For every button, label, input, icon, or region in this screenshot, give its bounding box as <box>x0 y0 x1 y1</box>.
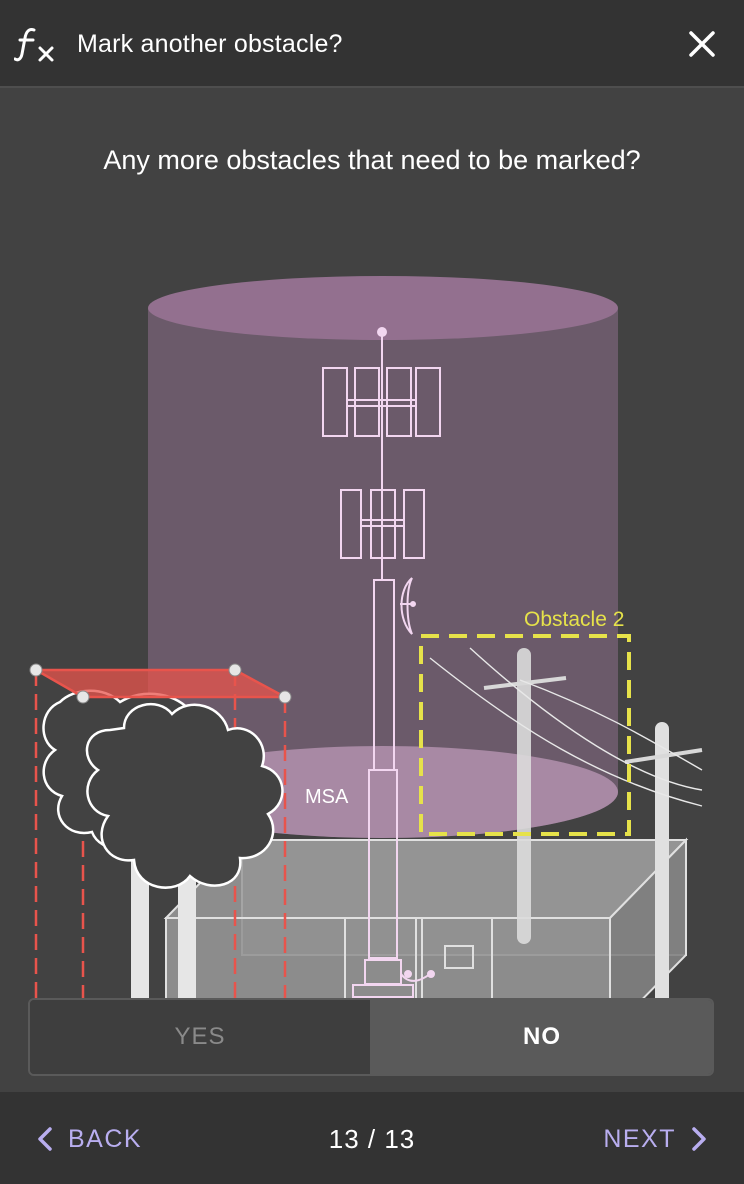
obstacle-2-label: Obstacle 2 <box>524 608 624 631</box>
back-button[interactable]: BACK <box>36 1122 142 1156</box>
header-bar: Mark another obstacle? <box>0 0 744 88</box>
cell-tower <box>322 327 441 998</box>
chevron-left-icon <box>38 1127 52 1151</box>
obstacle-illustration: Obstacle 2 MSA <box>29 276 703 1000</box>
yes-no-toggle: YES NO <box>28 998 714 1076</box>
page-indicator: 13 / 13 <box>328 1124 416 1154</box>
function-fx-icon <box>14 28 54 62</box>
msa-label: MSA <box>305 786 349 808</box>
yes-button[interactable]: YES <box>30 1000 372 1074</box>
close-icon[interactable] <box>684 26 720 62</box>
tree-canopy <box>85 702 284 889</box>
page-title: Mark another obstacle? <box>77 30 343 58</box>
tree-trunk <box>178 850 196 1000</box>
back-label: BACK <box>68 1124 143 1153</box>
question-text: Any more obstacles that need to be marke… <box>103 145 641 175</box>
chevron-right-icon <box>692 1127 706 1151</box>
next-button[interactable]: NEXT <box>603 1122 708 1156</box>
no-button[interactable]: NO <box>372 1000 712 1074</box>
tree-trunk <box>131 850 149 1000</box>
utility-poles <box>429 647 703 1000</box>
content-area: Any more obstacles that need to be marke… <box>0 90 744 1092</box>
footer-nav: BACK 13 / 13 NEXT <box>0 1092 744 1184</box>
next-label: NEXT <box>603 1124 676 1153</box>
obstacle-2-box <box>419 634 631 836</box>
building-box <box>163 837 689 1000</box>
tree-box-top <box>29 663 292 704</box>
